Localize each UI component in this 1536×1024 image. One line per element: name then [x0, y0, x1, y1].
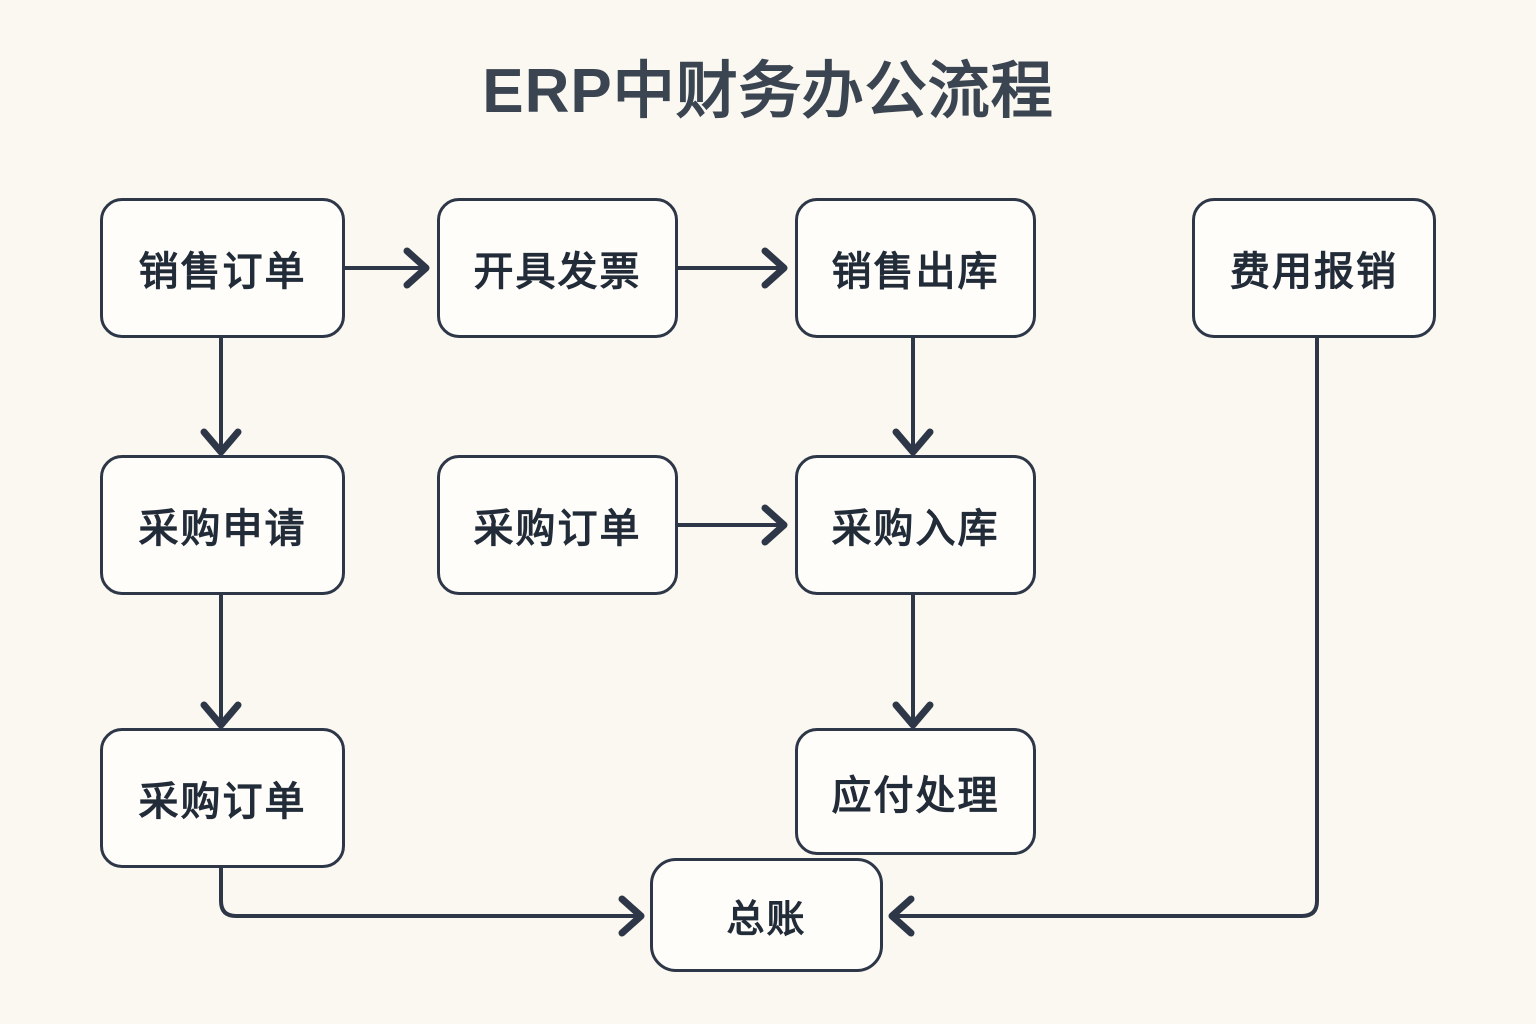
node-expense-claim[interactable]: 费用报销 [1192, 198, 1436, 338]
node-sales-order-label: 销售订单 [138, 250, 307, 294]
node-purchase-inbound[interactable]: 采购入库 [795, 455, 1036, 595]
node-purchase-request[interactable]: 采购申请 [100, 455, 345, 595]
edge-purchase-order-mid-to-purchase-inbound [678, 504, 788, 546]
edge-purchase-request-to-purchase-order-low [200, 595, 242, 729]
node-issue-invoice-label: 开具发票 [473, 250, 642, 294]
node-sales-order[interactable]: 销售订单 [100, 198, 345, 338]
node-purchase-inbound-label: 采购入库 [831, 507, 1000, 551]
node-general-ledger-label: 总账 [726, 898, 807, 941]
node-purchase-order-low[interactable]: 采购订单 [100, 728, 345, 868]
node-sales-outbound[interactable]: 销售出库 [795, 198, 1036, 338]
page-title: ERP中财务办公流程 [482, 57, 1054, 126]
node-purchase-order-low-label: 采购订单 [138, 780, 307, 824]
edge-purchase-inbound-to-payable-process [892, 595, 934, 729]
node-expense-claim-label: 费用报销 [1230, 250, 1398, 294]
edge-sales-outbound-to-purchase-inbound [892, 338, 934, 456]
node-payable-process-label: 应付处理 [831, 773, 1000, 818]
edge-sales-order-to-purchase-request [200, 338, 242, 456]
edge-sales-order-to-issue-invoice [345, 247, 430, 289]
node-purchase-order-mid[interactable]: 采购订单 [437, 455, 678, 595]
edge-purchase-order-low-to-general-ledger [219, 868, 645, 937]
edge-issue-invoice-to-sales-outbound [678, 247, 788, 289]
node-issue-invoice[interactable]: 开具发票 [437, 198, 678, 338]
node-purchase-request-label: 采购申请 [138, 507, 307, 551]
node-payable-process[interactable]: 应付处理 [795, 728, 1036, 855]
node-general-ledger[interactable]: 总账 [650, 858, 883, 972]
node-sales-outbound-label: 销售出库 [831, 250, 1000, 294]
node-purchase-order-mid-label: 采购订单 [473, 507, 642, 551]
